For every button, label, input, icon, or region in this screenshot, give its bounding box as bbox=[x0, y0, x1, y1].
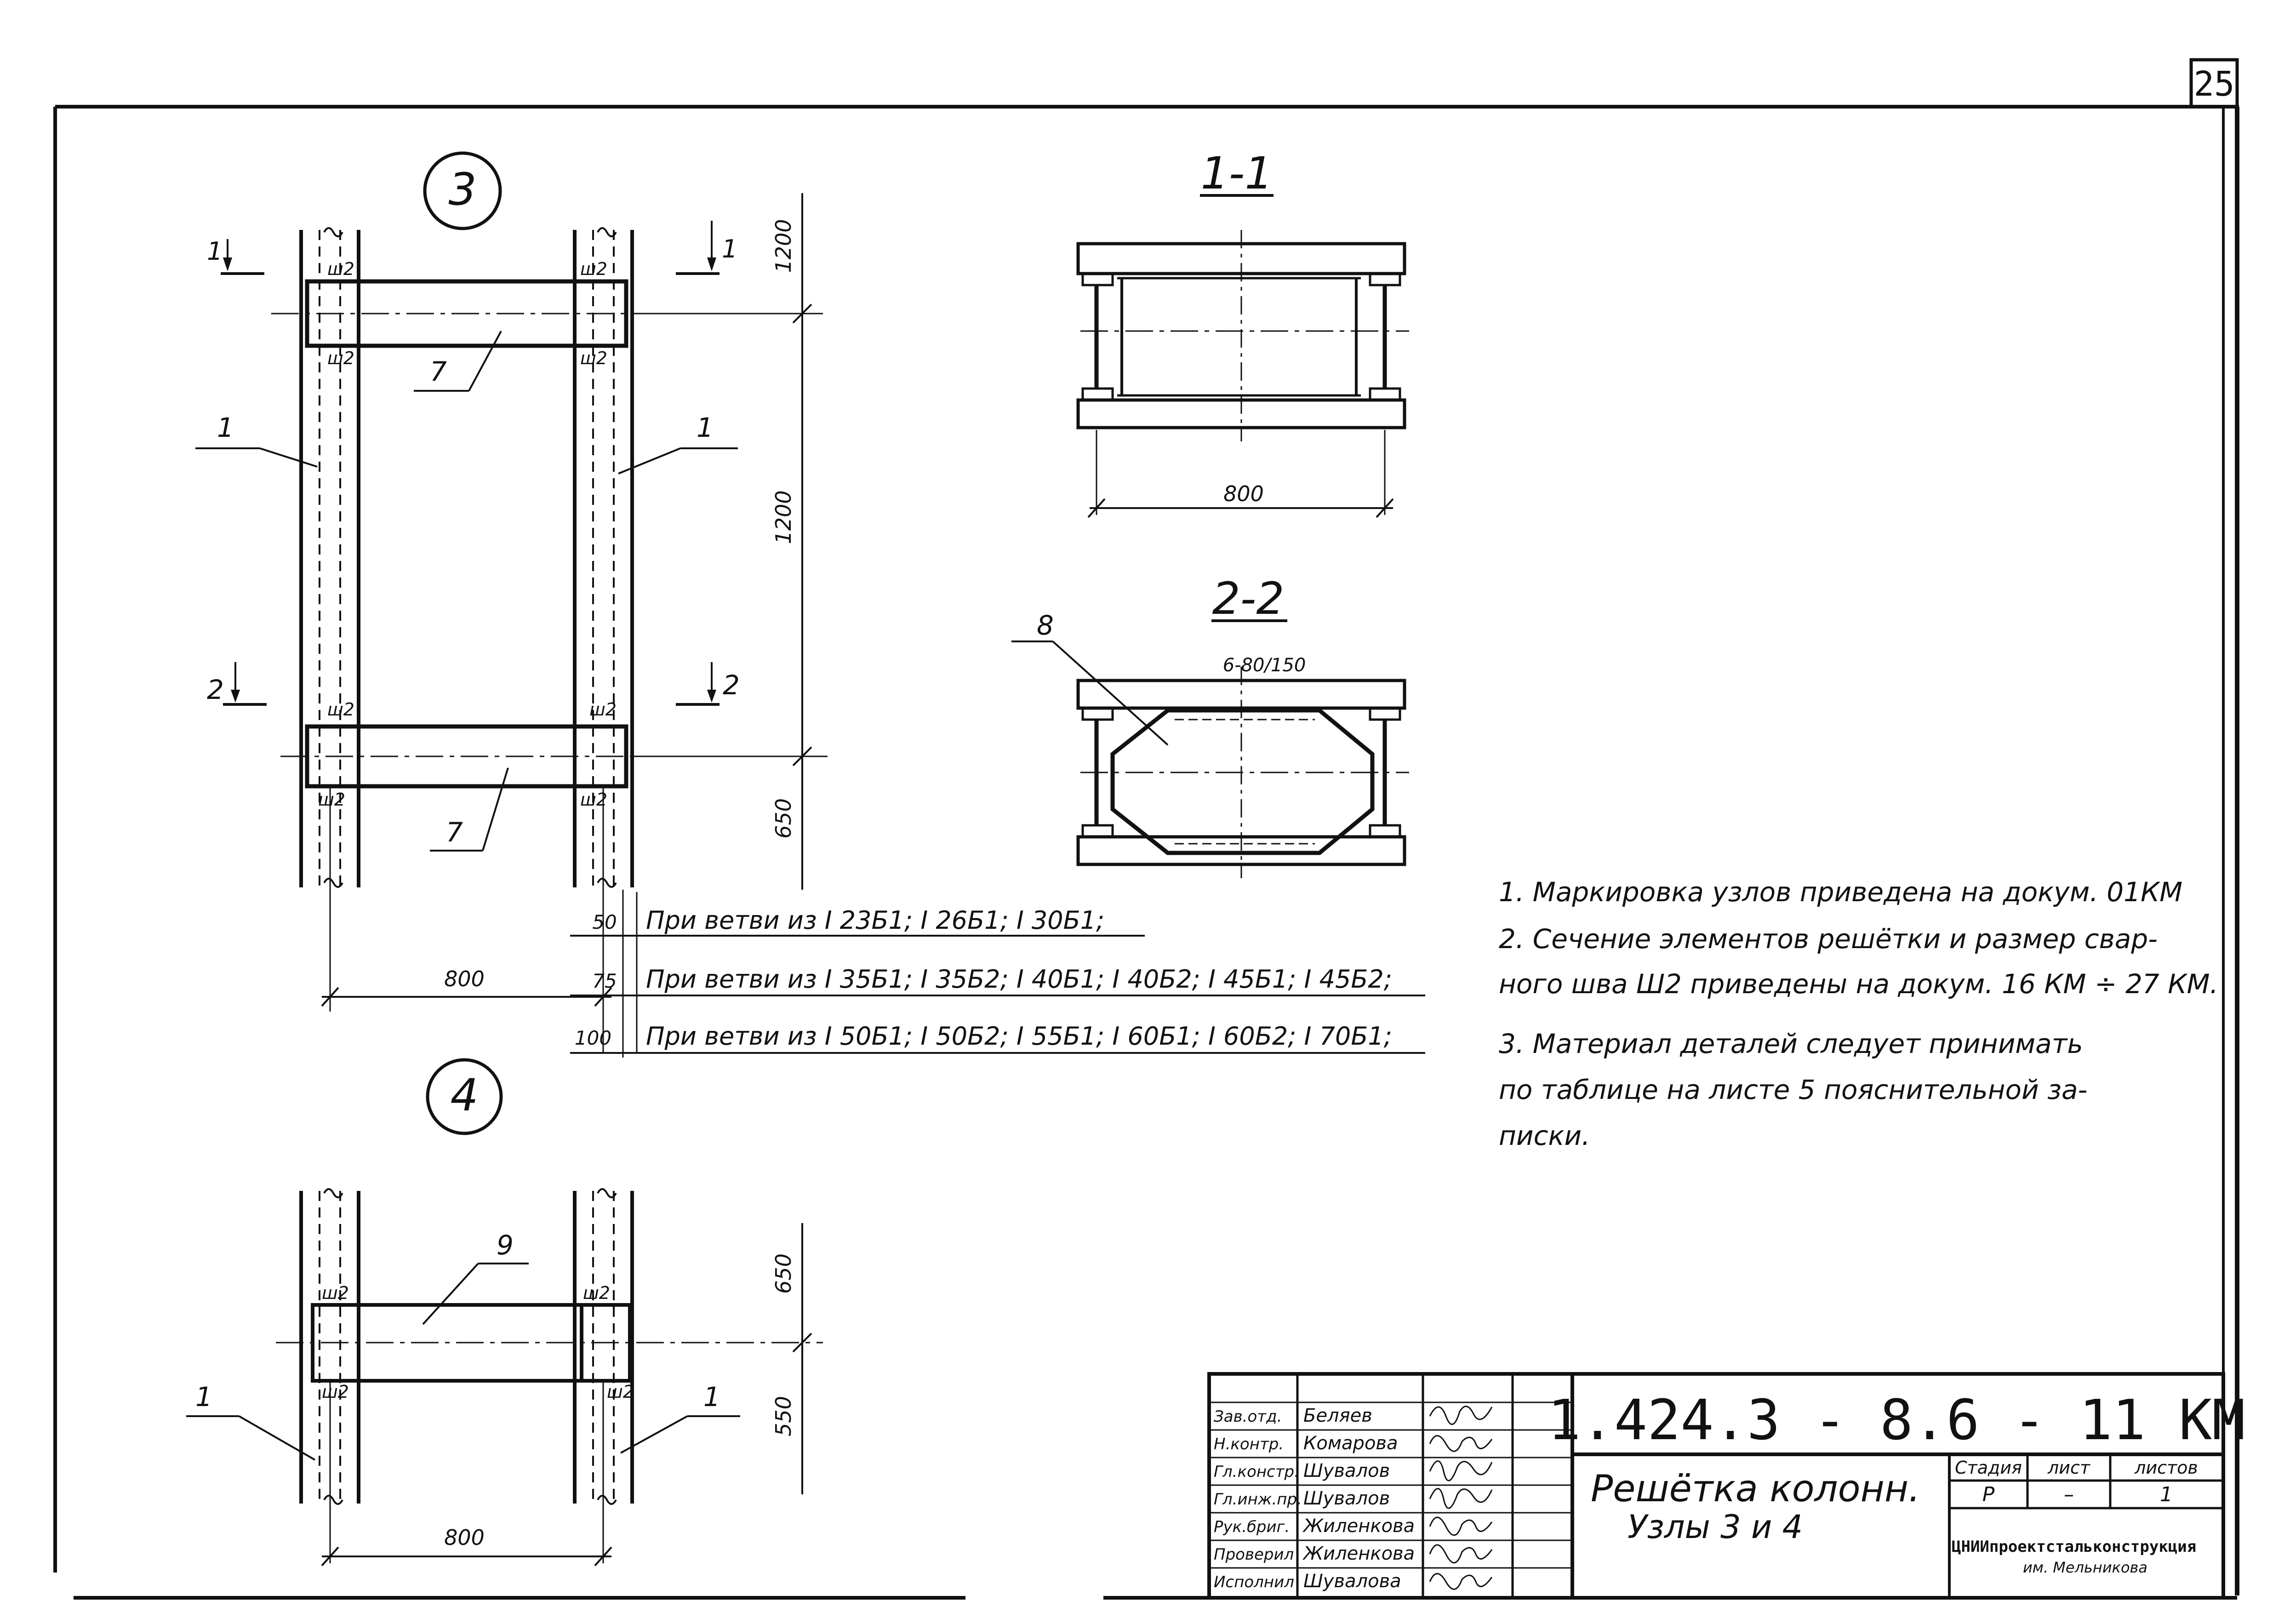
dim-550: 550 bbox=[771, 1396, 796, 1436]
plate-label: 6-80/150 bbox=[1223, 655, 1306, 676]
title-block: Зав.отд. Н.контр. Гл.констр. Гл.инж.пр. … bbox=[1207, 1372, 2245, 1600]
weld-mark: ш2 bbox=[583, 1283, 610, 1303]
node-3: 3 ш2 ш2 ш2 ш2 ш2 ш2 ш2 ш2 1 bbox=[195, 151, 828, 1053]
person-name: Жиленкова bbox=[1302, 1543, 1415, 1564]
branch-note-3: При ветви из I 50Б1; I 50Б2; I 55Б1; I 6… bbox=[646, 1022, 1392, 1051]
offset-100: 100 bbox=[575, 1027, 611, 1049]
member-label-1: 1 bbox=[703, 1381, 720, 1412]
dim-1200: 1200 bbox=[771, 490, 796, 544]
note-line: ного шва Ш2 приведены на докум. 16 КМ ÷ … bbox=[1499, 968, 2218, 1000]
note-line: 1. Маркировка узлов приведена на докум. … bbox=[1499, 876, 2182, 908]
weld-mark: ш2 bbox=[327, 699, 354, 720]
section-mark-1: 1 bbox=[722, 234, 737, 263]
person-name: Шувалов bbox=[1303, 1488, 1390, 1509]
role-label: Проверил bbox=[1214, 1545, 1294, 1564]
drawing-title: Решётка колонн. bbox=[1591, 1467, 1920, 1510]
member-label-8: 8 bbox=[1037, 610, 1054, 641]
stage-value: Р bbox=[1982, 1483, 1995, 1506]
page-number-box: 25 bbox=[2189, 58, 2239, 109]
role-label: Н.контр. bbox=[1214, 1435, 1284, 1453]
section-mark-2: 2 bbox=[207, 674, 224, 705]
dim-1200-top: 1200 bbox=[771, 219, 796, 273]
member-label-1: 1 bbox=[697, 412, 714, 443]
organization-name: ЦНИИпроектстальконструкция bbox=[1952, 1538, 2196, 1556]
weld-mark: ш2 bbox=[327, 348, 354, 368]
dim-800: 800 bbox=[444, 966, 485, 991]
branch-note-1: При ветви из I 23Б1; I 26Б1; I 30Б1; bbox=[646, 906, 1104, 935]
offset-50: 50 bbox=[592, 911, 617, 933]
dim-650: 650 bbox=[771, 1253, 796, 1294]
note-line: писки. bbox=[1499, 1120, 1590, 1151]
weld-mark: ш2 bbox=[580, 259, 607, 279]
role-label: Рук.бриг. bbox=[1214, 1518, 1290, 1536]
section-mark-1: 1 bbox=[207, 237, 223, 266]
person-name: Шувалов bbox=[1303, 1460, 1390, 1481]
stage-header: Стадия bbox=[1955, 1458, 2022, 1478]
person-name: Шувалова bbox=[1303, 1571, 1401, 1592]
node-3-label: 3 bbox=[448, 164, 476, 215]
node-4-circle bbox=[426, 1058, 503, 1135]
role-label: Гл.инж.пр. bbox=[1214, 1490, 1302, 1509]
weld-mark: ш2 bbox=[322, 1283, 349, 1303]
weld-mark: ш2 bbox=[327, 259, 354, 279]
organization-subtitle: им. Мельникова bbox=[2023, 1559, 2147, 1576]
sheets-header: листов bbox=[2134, 1458, 2198, 1478]
node-3-circle bbox=[423, 151, 502, 230]
member-label-7: 7 bbox=[446, 817, 463, 848]
branch-table: 50 75 100 При ветви из I 23Б1; I 26Б1; I… bbox=[570, 890, 1425, 1058]
person-name: Комарова bbox=[1303, 1433, 1398, 1454]
member-label-9: 9 bbox=[497, 1229, 514, 1261]
section-2-2-title: 2-2 bbox=[1212, 573, 1285, 624]
node-4: 4 ш2 ш2 ш2 ш2 1 1 9 650 550 bbox=[186, 1058, 823, 1567]
gusset-plate-8 bbox=[1110, 708, 1375, 855]
note-line: 3. Материал деталей следует принимать bbox=[1499, 1028, 2083, 1059]
page-number: 25 bbox=[2193, 64, 2234, 104]
role-label: Исполнил bbox=[1214, 1573, 1294, 1591]
role-label: Гл.констр. bbox=[1214, 1463, 1299, 1481]
section-1-1-title: 1-1 bbox=[1201, 148, 1273, 199]
weld-mark: ш2 bbox=[322, 1382, 349, 1402]
document-code: 1.424.3 - 8.6 - 11 КМ bbox=[1548, 1389, 2245, 1452]
note-line: 2. Сечение элементов решётки и размер св… bbox=[1499, 923, 2158, 955]
notes: 1. Маркировка узлов приведена на докум. … bbox=[1499, 876, 2218, 1151]
weld-mark: ш2 bbox=[580, 348, 607, 368]
weld-mark: ш2 bbox=[589, 699, 617, 720]
weld-mark: ш2 bbox=[318, 789, 345, 810]
member-label-7: 7 bbox=[430, 356, 447, 387]
node-4-label: 4 bbox=[450, 1069, 478, 1121]
section-mark-2: 2 bbox=[723, 669, 740, 701]
offset-75: 75 bbox=[592, 970, 617, 992]
sheets-total-value: 1 bbox=[2160, 1483, 2173, 1506]
sheet-value: – bbox=[2064, 1483, 2074, 1506]
branch-note-2: При ветви из I 35Б1; I 35Б2; I 40Б1; I 4… bbox=[646, 965, 1392, 994]
sheet-header: лист bbox=[2047, 1458, 2091, 1478]
person-name: Жиленкова bbox=[1302, 1515, 1415, 1537]
section-2-2: 2-2 6-80/150 8 bbox=[1011, 573, 1409, 878]
note-line: по таблице на листе 5 пояснительной за- bbox=[1499, 1074, 2087, 1105]
drawing-subtitle: Узлы 3 и 4 bbox=[1628, 1508, 1803, 1546]
signatures bbox=[1429, 1406, 1493, 1590]
dim-650: 650 bbox=[771, 798, 796, 839]
weld-mark: ш2 bbox=[607, 1382, 634, 1402]
role-label: Зав.отд. bbox=[1214, 1407, 1282, 1426]
section-1-1-dim: 800 bbox=[1223, 481, 1264, 506]
member-label-1: 1 bbox=[217, 412, 234, 443]
dim-800: 800 bbox=[444, 1525, 485, 1550]
person-name: Беляев bbox=[1303, 1405, 1372, 1426]
member-label-1: 1 bbox=[195, 1381, 212, 1412]
section-1-1: 1-1 800 bbox=[1076, 148, 1409, 518]
